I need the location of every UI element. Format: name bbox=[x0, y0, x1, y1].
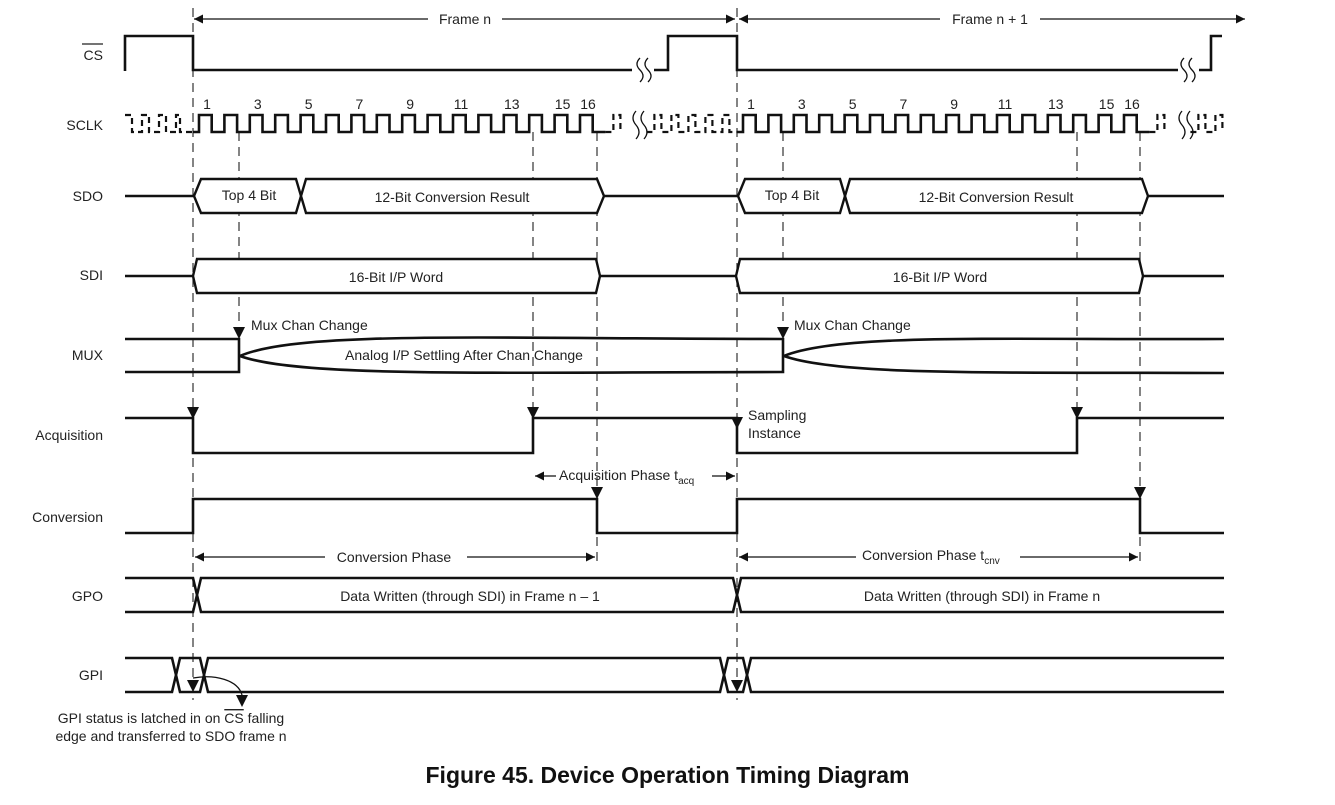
signal-label-cs: CS bbox=[84, 47, 103, 63]
acq-rise-arrow-icon-2 bbox=[1071, 407, 1083, 419]
mux-settle-n1-low bbox=[783, 354, 1225, 375]
gpi-note-post: falling bbox=[244, 710, 284, 726]
clock-number: 1 bbox=[203, 96, 211, 112]
conv-phase-label-n: Conversion Phase bbox=[337, 549, 452, 565]
gpi-transfer-curve bbox=[192, 676, 243, 696]
clock-number: 13 bbox=[504, 96, 520, 112]
sampling-label-line2: Instance bbox=[748, 425, 801, 441]
acq-phase-text: Acquisition Phase t bbox=[559, 467, 678, 483]
clock-number: 9 bbox=[950, 96, 958, 112]
sdi-waveform: 16-Bit I/P Word 16-Bit I/P Word bbox=[125, 257, 1224, 295]
gpo-label-n: Data Written (through SDI) in Frame n – … bbox=[340, 588, 600, 604]
gpi-waveform: GPI status is latched in on CS falling e… bbox=[55, 656, 1224, 744]
signal-label-conversion: Conversion bbox=[32, 509, 103, 525]
clock-number: 16 bbox=[1124, 96, 1140, 112]
mux-change-label-n: Mux Chan Change bbox=[251, 317, 368, 333]
signal-label-gpo: GPO bbox=[72, 588, 103, 604]
sampling-arrow-icon bbox=[731, 417, 743, 429]
clock-number: 7 bbox=[900, 96, 908, 112]
clock-number: 5 bbox=[305, 96, 313, 112]
mux-settle-n bbox=[239, 336, 785, 375]
sdo-waveform: Top 4 Bit 12-Bit Conversion Result Top 4… bbox=[125, 177, 1224, 215]
gpo-bus bbox=[125, 576, 1224, 614]
mux-change-arrow-icon-2 bbox=[777, 327, 789, 339]
mux-waveform: Mux Chan Change Mux Chan Change Analog I… bbox=[125, 317, 1225, 375]
cs-wave-segment-1 bbox=[123, 34, 632, 72]
acq-phase-label: Acquisition Phase tacq bbox=[559, 467, 694, 487]
signal-label-mux: MUX bbox=[72, 347, 104, 363]
clock-number: 13 bbox=[1048, 96, 1064, 112]
acq-rise-arrow-icon bbox=[527, 407, 539, 419]
break-symbol-icon bbox=[636, 57, 1196, 83]
sclk-active-clocks-frame-2 bbox=[737, 113, 1150, 134]
mux-top-1 bbox=[125, 337, 241, 374]
conversion-waveform: Conversion Phase Conversion Phase tcnv bbox=[125, 487, 1224, 567]
conv-fall-arrow-icon-2 bbox=[1134, 487, 1146, 499]
cs-wave-segment-3 bbox=[1199, 34, 1222, 72]
mux-change-arrow-icon bbox=[233, 327, 245, 339]
clock-number: 3 bbox=[254, 96, 262, 112]
sdo-top4-label-n1: Top 4 Bit bbox=[765, 187, 820, 203]
conv-phase-label-n1: Conversion Phase tcnv bbox=[862, 547, 1000, 567]
signal-label-gpi: GPI bbox=[79, 667, 103, 683]
clock-number: 15 bbox=[555, 96, 571, 112]
frame-n1-label: Frame n + 1 bbox=[952, 11, 1028, 27]
sdo-12bit-label-n1: 12-Bit Conversion Result bbox=[919, 189, 1074, 205]
gpi-note-line2: edge and transferred to SDO frame n bbox=[55, 728, 286, 744]
gpi-note-cs: CS bbox=[224, 710, 243, 726]
gpi-latch-arrow-icon bbox=[187, 680, 199, 692]
clock-number: 1 bbox=[747, 96, 755, 112]
clock-number: 11 bbox=[454, 96, 469, 112]
gpi-transfer-arrow-icon bbox=[236, 695, 248, 707]
frame-n-label: Frame n bbox=[439, 11, 491, 27]
cs-wave-segment-2 bbox=[654, 34, 1178, 72]
signal-label-sdo: SDO bbox=[73, 188, 103, 204]
gpi-note-pre: GPI status is latched in on bbox=[58, 710, 225, 726]
mux-settling-label: Analog I/P Settling After Chan Change bbox=[345, 347, 583, 363]
gpo-waveform: Data Written (through SDI) in Frame n – … bbox=[125, 576, 1224, 614]
conv-fall-arrow-icon bbox=[591, 487, 603, 499]
conversion-wave bbox=[125, 497, 1224, 535]
conv-phase-text-n1: Conversion Phase t bbox=[862, 547, 984, 563]
clock-number: 9 bbox=[406, 96, 414, 112]
acquisition-waveform: Sampling Instance Acquisition Phase tacq bbox=[125, 407, 1224, 487]
clock-number: 7 bbox=[356, 96, 364, 112]
mux-settle-n1 bbox=[783, 337, 1225, 358]
sdi-label-n: 16-Bit I/P Word bbox=[349, 269, 443, 285]
gpo-label-n1: Data Written (through SDI) in Frame n bbox=[864, 588, 1100, 604]
signal-label-sclk: SCLK bbox=[66, 117, 103, 133]
clock-number: 15 bbox=[1099, 96, 1115, 112]
sclk-waveform bbox=[125, 110, 1224, 140]
figure-caption: Figure 45. Device Operation Timing Diagr… bbox=[425, 762, 910, 788]
cs-waveform bbox=[123, 34, 1222, 83]
sclk-idle-clocks-pre bbox=[125, 113, 193, 134]
clock-number: 3 bbox=[798, 96, 806, 112]
sdo-top4-label-n: Top 4 Bit bbox=[222, 187, 277, 203]
sclk-idle-clocks-frame-2 bbox=[1149, 113, 1224, 134]
sclk-break-symbol-icon bbox=[632, 110, 648, 140]
sclk-active-clocks-frame-1 bbox=[193, 113, 606, 134]
signal-labels: CS SCLK SDO SDI MUX Acquisition Conversi… bbox=[32, 43, 104, 683]
gpi-bus bbox=[125, 656, 1224, 694]
acq-phase-sub: acq bbox=[678, 476, 694, 487]
clock-number: 5 bbox=[849, 96, 857, 112]
gpi-note-line1: GPI status is latched in on CS falling bbox=[58, 710, 284, 726]
mux-change-label-n1: Mux Chan Change bbox=[794, 317, 911, 333]
sampling-label-line1: Sampling bbox=[748, 407, 806, 423]
conv-phase-sub-n1: cnv bbox=[984, 556, 1000, 567]
frame-markers: Frame n Frame n + 1 bbox=[194, 11, 1245, 27]
sclk-idle-clocks-frame-1 bbox=[605, 113, 737, 134]
sdi-label-n1: 16-Bit I/P Word bbox=[893, 269, 987, 285]
sdo-12bit-label-n: 12-Bit Conversion Result bbox=[375, 189, 530, 205]
clock-number: 11 bbox=[998, 96, 1013, 112]
timing-diagram: CS SCLK SDO SDI MUX Acquisition Conversi… bbox=[32, 8, 1245, 744]
signal-label-acquisition: Acquisition bbox=[35, 427, 103, 443]
acquisition-wave bbox=[125, 416, 1224, 455]
signal-label-sdi: SDI bbox=[80, 267, 103, 283]
acq-fall-arrow-icon bbox=[187, 407, 199, 419]
clock-number: 16 bbox=[580, 96, 596, 112]
sclk-break-symbol-icon bbox=[1178, 110, 1194, 140]
gpi-latch-arrow-icon-2 bbox=[731, 680, 743, 692]
